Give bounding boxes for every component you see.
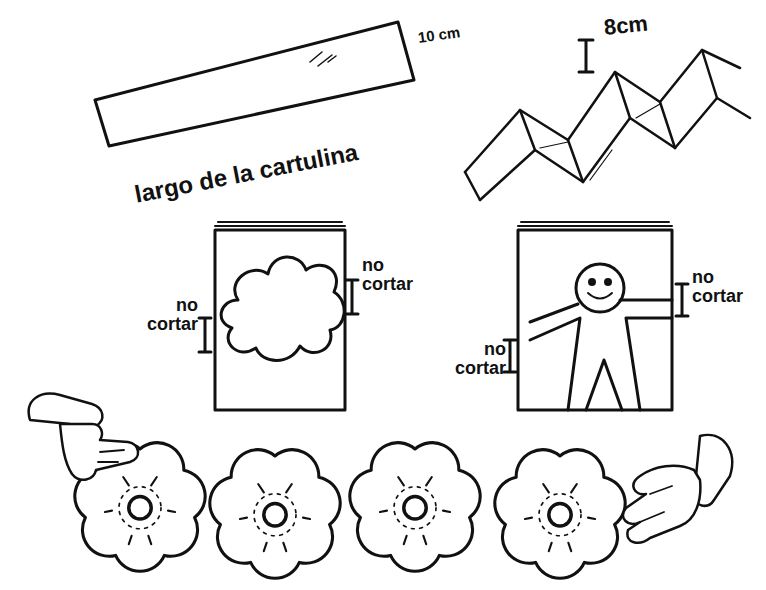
instruction-label: no cortar	[444, 340, 506, 378]
flower-chain	[75, 443, 625, 579]
instruction-label: no cortar	[136, 296, 198, 334]
folded-book-person	[518, 222, 672, 410]
left-hand	[29, 394, 138, 480]
dimension-bar	[504, 284, 688, 372]
instruction-label: no cortar	[692, 268, 754, 306]
cardboard-strip	[95, 22, 414, 146]
dimension-bar	[199, 280, 358, 352]
folded-strip	[465, 50, 750, 200]
folded-book-cloud	[215, 222, 345, 410]
dimension-label: 8cm	[603, 11, 649, 39]
dimension-label: 10 cm	[417, 24, 461, 46]
instruction-label: no cortar	[362, 256, 424, 294]
dimension-bar	[579, 40, 593, 72]
caption-label: largo de la cartulina	[133, 139, 360, 207]
right-hand	[623, 435, 732, 543]
